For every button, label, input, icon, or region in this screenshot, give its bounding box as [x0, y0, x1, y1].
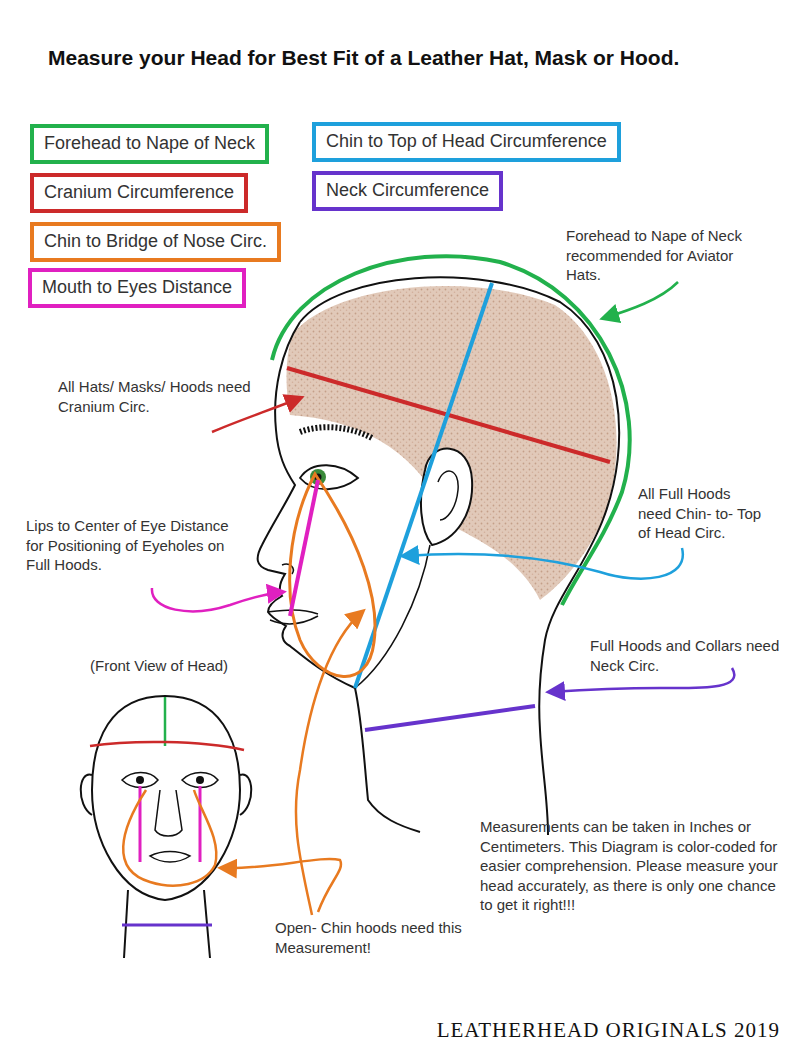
callout-note: Lips to Center of Eye Distance for Posit… [26, 516, 246, 575]
legend-box: Chin to Top of Head Circumference [312, 122, 621, 162]
callout-note: Full Hoods and Collars need Neck Circ. [590, 636, 780, 675]
callout-note: All Full Hoods need Chin- to- Top of Hea… [638, 484, 768, 543]
callout-note: All Hats/ Masks/ Hoods need Cranium Circ… [58, 377, 258, 416]
legend-text: Chin to Bridge of Nose Circ. [44, 231, 267, 253]
footer-brand: LEATHERHEAD ORIGINALS 2019 [437, 1018, 780, 1043]
legend-text: Chin to Top of Head Circumference [326, 131, 607, 153]
legend-text: Cranium Circumference [44, 182, 234, 204]
legend-box: Chin to Bridge of Nose Circ. [30, 222, 281, 262]
page-title: Measure your Head for Best Fit of a Leat… [48, 44, 758, 71]
legend-box: Cranium Circumference [30, 173, 248, 213]
legend-text: Neck Circumference [326, 180, 489, 202]
view-label: (Front View of Head) [90, 656, 270, 676]
callout-note: Open- Chin hoods need this Measurement! [275, 918, 475, 957]
legend-text: Forehead to Nape of Neck [44, 133, 255, 155]
legend-box: Neck Circumference [312, 171, 503, 211]
legend-box: Forehead to Nape of Neck [30, 124, 269, 164]
legend-box: Mouth to Eyes Distance [28, 268, 246, 308]
legend-text: Mouth to Eyes Distance [42, 277, 232, 299]
callout-note: Forehead to Nape of Neck recommended for… [566, 226, 756, 285]
instruction-note: Measurements can be taken in Inches or C… [480, 817, 780, 915]
